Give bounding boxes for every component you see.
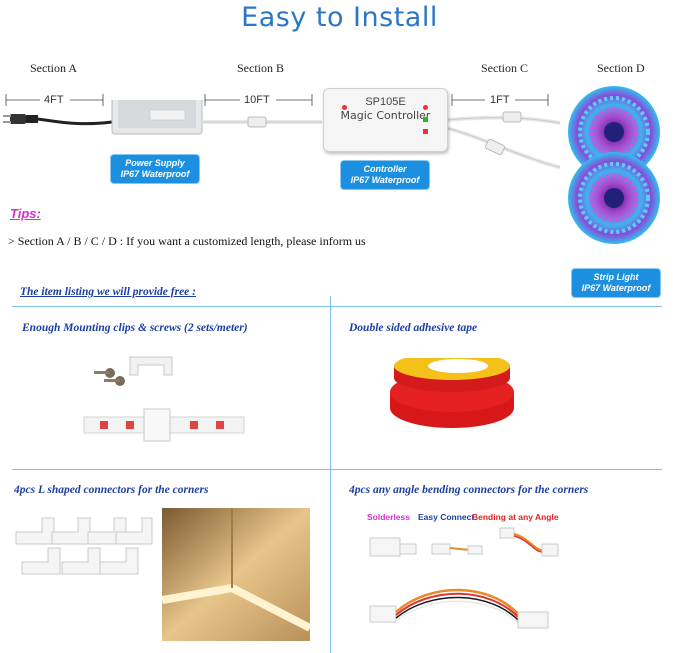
bending-label: Bending at any Angle: [472, 512, 559, 522]
badge-line: Power Supply: [125, 158, 185, 168]
plug-icon: [3, 114, 38, 124]
led-reels-illustration: [568, 86, 660, 244]
item-tape-title: Double sided adhesive tape: [349, 322, 478, 334]
power-supply-icon: [111, 100, 203, 135]
wiring-illustration: [3, 100, 560, 170]
listing-title: The item listing we will provide free :: [20, 286, 196, 298]
controller-name: Magic Controller: [340, 109, 431, 122]
badge-line: IP67 Waterproof: [581, 283, 651, 293]
strip-light-badge: Strip Light IP67 Waterproof: [572, 269, 660, 297]
screw-icon: [94, 368, 125, 386]
solderless-label: Solderless: [367, 512, 410, 522]
badge-line: Controller: [363, 164, 407, 174]
dimension-a: 4FT: [44, 94, 64, 106]
power-supply-badge: Power Supply IP67 Waterproof: [111, 155, 199, 183]
reel-icon: [568, 152, 660, 244]
section-c-label: Section C: [481, 61, 528, 75]
connector-icon: [431, 543, 483, 555]
controller-badge: Controller IP67 Waterproof: [341, 161, 429, 189]
controller-model: SP105E: [365, 96, 406, 108]
item-clips-title: Enough Mounting clips & screws (2 sets/m…: [22, 322, 248, 334]
led-green-icon: [423, 117, 428, 122]
connector-icon: [499, 527, 559, 557]
item-bend-connectors-title: 4pcs any angle bending connectors for th…: [349, 484, 589, 496]
dimension-c: 1FT: [490, 94, 510, 106]
divider: [12, 469, 662, 470]
dimension-arrows: [5, 94, 549, 106]
l-connector-icon: [99, 547, 139, 575]
controller-box: SP105E Magic Controller: [323, 88, 448, 152]
l-connector-icon: [15, 517, 55, 545]
reel-icon: [568, 86, 660, 178]
bending-connectors-illustration: [369, 527, 559, 629]
dimension-b: 10FT: [244, 94, 270, 106]
corner-photo: [162, 508, 310, 641]
l-connectors-illustration: [15, 517, 153, 575]
section-a-label: Section A: [30, 61, 77, 75]
long-connector-icon: [369, 588, 549, 629]
badge-line: IP67 Waterproof: [120, 169, 190, 179]
badge-line: IP67 Waterproof: [350, 175, 420, 185]
led-red-icon: [423, 129, 428, 134]
adhesive-tape-illustration: [390, 358, 514, 428]
led-red-icon: [342, 105, 347, 110]
connector-icon: [369, 537, 417, 557]
tips-title: Tips:: [10, 206, 41, 221]
badge-line: Strip Light: [593, 272, 639, 282]
section-d-label: Section D: [597, 61, 645, 75]
led-red-icon: [423, 105, 428, 110]
section-b-label: Section B: [237, 61, 284, 75]
tape-roll-icon: [390, 358, 514, 428]
l-connector-icon: [21, 547, 61, 575]
divider: [12, 306, 662, 307]
page-title: Easy to Install: [241, 2, 438, 33]
l-connector-icon: [51, 517, 91, 545]
mounting-clips-illustration: [83, 356, 245, 442]
tips-text: > Section A / B / C / D : If you want a …: [8, 234, 366, 248]
easy-connect-label: Easy Connect: [418, 512, 475, 522]
clip-icon: [129, 356, 173, 376]
item-l-connectors-title: 4pcs L shaped connectors for the corners: [14, 484, 209, 496]
l-connector-icon: [115, 517, 153, 545]
divider: [330, 296, 331, 653]
l-connector-icon: [61, 547, 101, 575]
led-strip-icon: [83, 408, 245, 442]
